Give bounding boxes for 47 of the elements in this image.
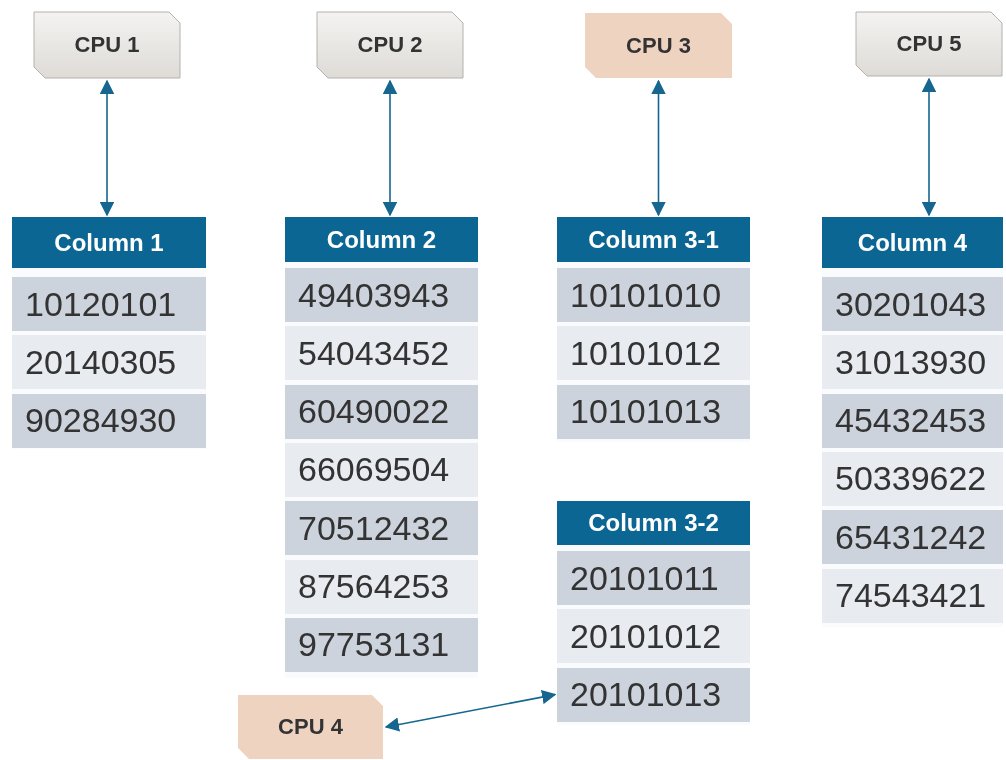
data-cell: 20101012 bbox=[557, 609, 750, 664]
data-table bbox=[12, 217, 206, 449]
data-cell: 10120101 bbox=[12, 277, 206, 331]
data-cell: 66069504 bbox=[285, 442, 478, 497]
data-cell: 10101013 bbox=[557, 384, 750, 439]
cpu-tag bbox=[316, 11, 464, 79]
column-header: Column 1 bbox=[12, 217, 206, 268]
cpu-label: CPU 5 bbox=[895, 31, 963, 57]
data-cell: 20101011 bbox=[557, 551, 750, 605]
data-cell: 10101010 bbox=[557, 268, 750, 322]
data-cell: 70512432 bbox=[285, 501, 478, 556]
data-table bbox=[822, 217, 1003, 627]
double-arrow bbox=[384, 689, 557, 732]
column-header: Column 2 bbox=[285, 217, 478, 262]
data-cell: 20101013 bbox=[557, 667, 750, 722]
data-cell: 20140305 bbox=[12, 335, 206, 390]
data-cell: 87564253 bbox=[285, 559, 478, 614]
double-arrow bbox=[99, 79, 115, 217]
data-cell: 65431242 bbox=[822, 510, 1003, 565]
double-arrow bbox=[921, 77, 937, 217]
cpu-label: CPU 2 bbox=[356, 32, 424, 58]
data-table bbox=[557, 501, 750, 725]
column-header: Column 3-2 bbox=[557, 501, 750, 545]
cpu-label: CPU 1 bbox=[73, 32, 141, 58]
data-cell: 45432453 bbox=[822, 393, 1003, 448]
data-cell: 90284930 bbox=[12, 393, 206, 448]
data-cell: 54043452 bbox=[285, 326, 478, 381]
cpu-tag bbox=[237, 694, 384, 760]
cpu-tag bbox=[33, 11, 181, 79]
data-table bbox=[557, 217, 750, 442]
data-table bbox=[285, 217, 478, 678]
cpu-tag bbox=[584, 12, 733, 79]
data-cell: 60490022 bbox=[285, 384, 478, 439]
data-cell: 97753131 bbox=[285, 617, 478, 672]
data-cell: 74543421 bbox=[822, 568, 1003, 623]
column-header: Column 3-1 bbox=[557, 217, 750, 262]
cpu-tag bbox=[855, 11, 1003, 77]
data-cell: 10101012 bbox=[557, 326, 750, 381]
data-cell: 31013930 bbox=[822, 335, 1003, 390]
data-cell: 49403943 bbox=[285, 268, 478, 322]
column-header: Column 4 bbox=[822, 217, 1003, 268]
cpu-label: CPU 4 bbox=[277, 714, 344, 740]
double-arrow bbox=[651, 79, 666, 217]
data-cell: 30201043 bbox=[822, 277, 1003, 331]
double-arrow bbox=[382, 79, 398, 217]
cpu-label: CPU 3 bbox=[625, 32, 692, 59]
data-cell: 50339622 bbox=[822, 451, 1003, 506]
